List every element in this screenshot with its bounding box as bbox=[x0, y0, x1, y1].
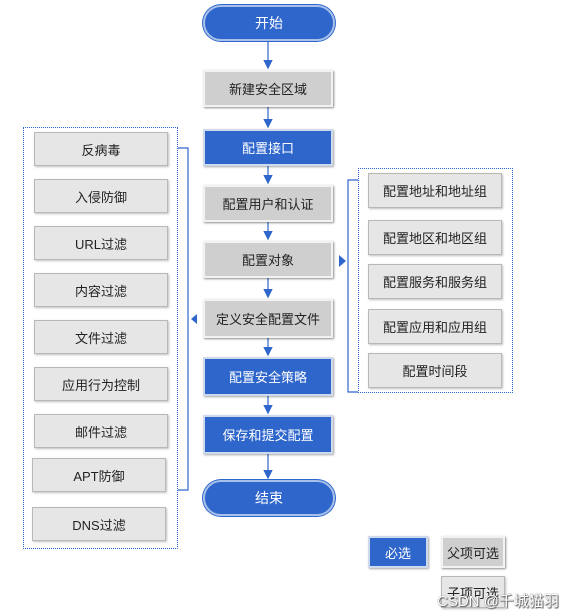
object-region-group: 配置地区和地区组 bbox=[368, 220, 502, 255]
legend-required: 必选 bbox=[368, 536, 428, 568]
end-terminal: 结束 bbox=[203, 480, 335, 516]
object-address-group: 配置地址和地址组 bbox=[368, 173, 502, 208]
start-label: 开始 bbox=[255, 15, 283, 31]
step-new-security-zone: 新建安全区域 bbox=[203, 70, 333, 107]
step-configure-user-auth: 配置用户和认证 bbox=[203, 185, 333, 222]
legend-label: 子项可选 bbox=[446, 585, 499, 601]
profile-content-filter: 内容过滤 bbox=[34, 273, 168, 307]
step-configure-security-policy: 配置安全策略 bbox=[203, 357, 333, 396]
object-label: 配置服务和服务组 bbox=[382, 275, 487, 290]
profile-app-behavior-control: 应用行为控制 bbox=[34, 367, 168, 401]
profiles-bracket bbox=[178, 147, 189, 491]
profile-antivirus: 反病毒 bbox=[34, 132, 168, 166]
pointer-right-arrow bbox=[339, 255, 346, 267]
end-label: 结束 bbox=[255, 490, 283, 506]
profile-apt-defense: APT防御 bbox=[32, 458, 166, 492]
object-service-group: 配置服务和服务组 bbox=[368, 264, 502, 299]
profile-file-filter: 文件过滤 bbox=[34, 320, 168, 354]
object-label: 配置时间段 bbox=[402, 364, 468, 379]
profile-label: DNS过滤 bbox=[72, 517, 126, 533]
object-time-range: 配置时间段 bbox=[368, 353, 502, 388]
object-label: 配置地区和地区组 bbox=[382, 231, 487, 246]
profile-label: URL过滤 bbox=[74, 236, 127, 252]
watermark-text: CSDN @千城猫羽 bbox=[437, 593, 559, 610]
profile-label: 内容过滤 bbox=[74, 283, 127, 299]
profile-label: 入侵防御 bbox=[74, 189, 127, 205]
start-terminal: 开始 bbox=[203, 5, 335, 41]
step-label: 配置安全策略 bbox=[228, 370, 307, 385]
objects-group bbox=[358, 168, 513, 393]
step-label: 定义安全配置文件 bbox=[215, 312, 320, 327]
profile-dns-filter: DNS过滤 bbox=[32, 507, 166, 541]
watermark: CSDN @千城猫羽 bbox=[437, 590, 585, 612]
legend-child-optional: 子项可选 bbox=[441, 576, 505, 608]
objects-bracket bbox=[347, 179, 358, 393]
profile-label: 文件过滤 bbox=[74, 330, 127, 346]
pointer-left-arrow bbox=[191, 314, 197, 324]
legend-parent-optional: 父项可选 bbox=[441, 536, 505, 568]
step-label: 配置对象 bbox=[241, 253, 294, 268]
legend-label: 必选 bbox=[384, 545, 411, 561]
step-label: 配置接口 bbox=[241, 141, 294, 156]
profile-label: 邮件过滤 bbox=[74, 424, 127, 440]
profile-label: 反病毒 bbox=[81, 142, 121, 158]
step-configure-interface: 配置接口 bbox=[203, 129, 333, 166]
step-configure-objects: 配置对象 bbox=[203, 241, 333, 278]
step-label: 保存和提交配置 bbox=[222, 428, 314, 443]
object-application-group: 配置应用和应用组 bbox=[368, 309, 502, 344]
legend-label: 父项可选 bbox=[446, 545, 499, 561]
object-label: 配置应用和应用组 bbox=[382, 320, 487, 335]
profile-label: APT防御 bbox=[73, 468, 125, 484]
step-label: 新建安全区域 bbox=[228, 82, 307, 97]
step-define-security-profile: 定义安全配置文件 bbox=[203, 299, 333, 338]
step-label: 配置用户和认证 bbox=[222, 197, 314, 212]
profile-intrusion-prevention: 入侵防御 bbox=[34, 179, 168, 213]
profile-url-filter: URL过滤 bbox=[34, 226, 168, 260]
object-label: 配置地址和地址组 bbox=[382, 184, 487, 199]
profile-label: 应用行为控制 bbox=[61, 377, 140, 393]
step-save-commit: 保存和提交配置 bbox=[203, 415, 333, 454]
profiles-group bbox=[23, 127, 178, 549]
profile-mail-filter: 邮件过滤 bbox=[34, 414, 168, 448]
